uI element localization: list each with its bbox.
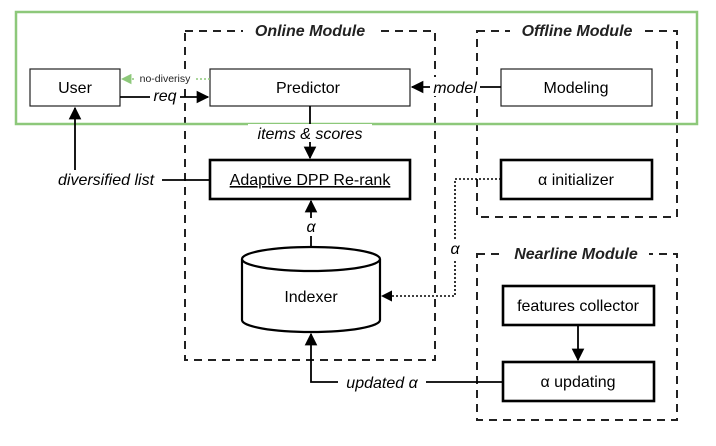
nearline-title-bg xyxy=(503,244,649,264)
alpha-init-arrow xyxy=(380,178,501,302)
updated-alpha-label: updated α xyxy=(346,375,418,392)
diversified-list-label: diversified list xyxy=(58,172,155,189)
features-collector-box xyxy=(501,284,656,327)
model-label-bg xyxy=(430,77,480,96)
predictor-label: Predictor xyxy=(276,80,341,97)
alpha-side-label: α xyxy=(450,241,460,258)
items-scores-label: items & scores xyxy=(258,126,363,143)
alpha-updating-label: α updating xyxy=(540,374,615,391)
indexer-cylinder xyxy=(240,245,382,334)
offline-module-title: Offline Module xyxy=(522,23,633,40)
rerank-label: Adaptive DPP Re-rank xyxy=(230,172,392,189)
modeling-label: Modeling xyxy=(544,80,609,97)
no-diversity-label-bg xyxy=(134,72,196,85)
online-module-title: Online Module xyxy=(255,23,365,40)
modeling-box xyxy=(500,68,653,107)
alpha-initializer-box xyxy=(499,158,654,201)
alpha-side-label-bg xyxy=(446,239,464,259)
offline-title-bg xyxy=(510,20,644,40)
items-scores-label-bg xyxy=(248,124,372,142)
predictor-box xyxy=(209,68,411,107)
user-box xyxy=(29,68,121,107)
diversified-list-arrow xyxy=(68,106,210,181)
alpha-up-label-bg xyxy=(302,218,320,236)
indexer-label: Indexer xyxy=(284,289,338,306)
online-title-bg xyxy=(243,20,379,40)
updated-alpha-label-bg xyxy=(338,372,426,392)
model-label: model xyxy=(433,80,477,97)
user-label: User xyxy=(58,80,92,97)
alpha-initializer-label: α initializer xyxy=(538,172,615,189)
no-diversity-label: no-diverisy xyxy=(140,73,192,85)
req-label: req xyxy=(153,88,176,105)
nearline-module-title: Nearline Module xyxy=(514,246,638,263)
online-module-border xyxy=(184,30,436,361)
features-collector-label: features collector xyxy=(517,298,640,315)
req-label-bg xyxy=(150,86,180,104)
diversified-list-label-bg xyxy=(50,170,162,190)
updated-alpha-arrow xyxy=(304,332,503,383)
alpha-up-label: α xyxy=(306,219,316,236)
